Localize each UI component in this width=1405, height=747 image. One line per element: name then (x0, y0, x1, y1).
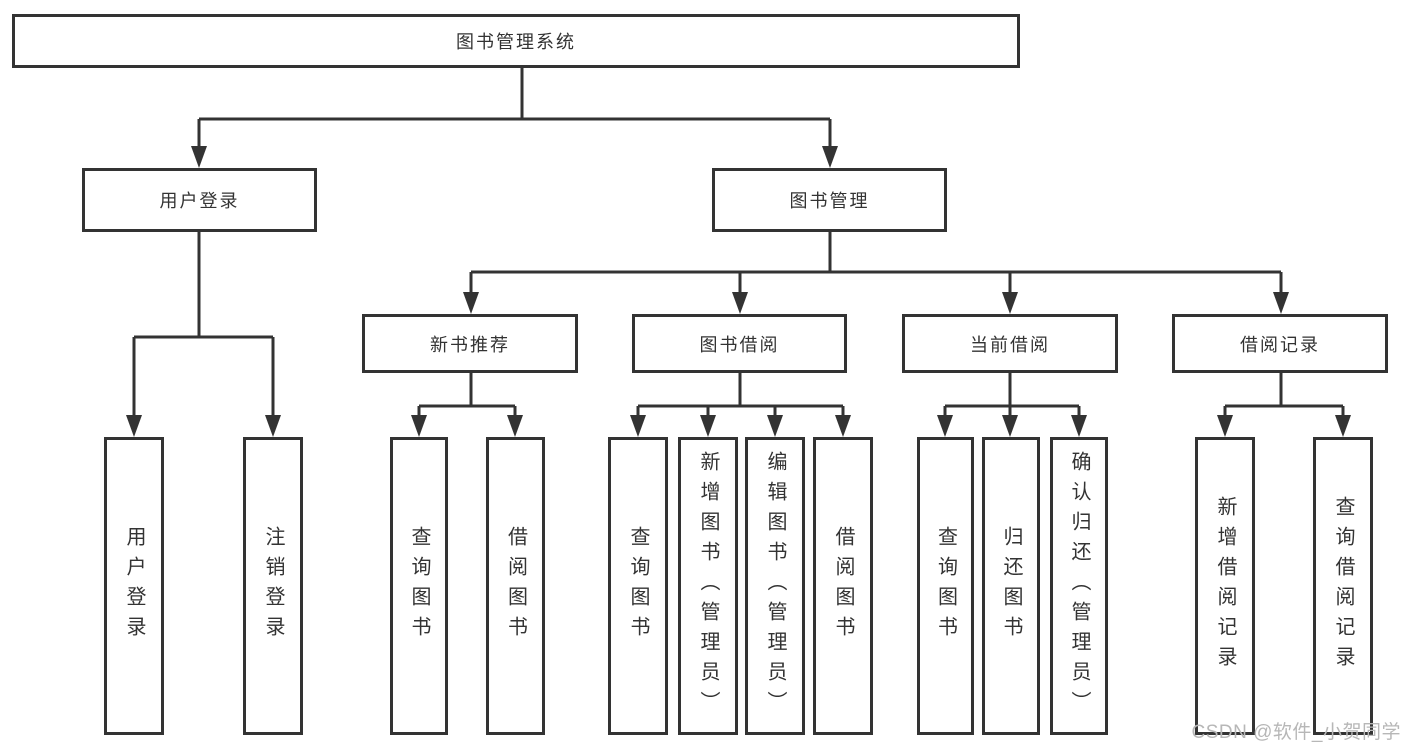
node-label: 用户登录 (123, 526, 145, 646)
node-book-borrowing: 图书借阅 (632, 314, 847, 373)
node-label: 查询图书 (627, 526, 649, 646)
leaf-logout: 注销登录 (243, 437, 303, 735)
node-label: 借阅图书 (832, 526, 854, 646)
node-label: 用户登录 (159, 191, 240, 211)
leaf-user-login: 用户登录 (104, 437, 164, 735)
arrow-down-marker (507, 415, 523, 437)
arrow-down-marker (1002, 415, 1018, 437)
node-label: 新书推荐 (430, 334, 510, 355)
arrow-down-marker (126, 415, 142, 437)
node-label: 新增借阅记录 (1214, 496, 1236, 676)
connector-borrowing-records-to-leaves (1217, 373, 1351, 437)
arrow-down-marker (822, 146, 838, 168)
arrow-down-marker (265, 415, 281, 437)
arrow-down-marker (937, 415, 953, 437)
node-label: 借阅记录 (1240, 334, 1320, 355)
arrow-down-marker (1071, 415, 1087, 437)
connector-user-login-to-leaves (126, 232, 281, 437)
arrow-down-marker (1002, 292, 1018, 314)
node-current-borrowing: 当前借阅 (902, 314, 1118, 373)
leaf-query-books-recommend: 查询图书 (390, 437, 448, 735)
node-label: 注销登录 (262, 526, 284, 646)
leaf-borrow-books-recommend: 借阅图书 (486, 437, 545, 735)
leaf-return-books: 归还图书 (982, 437, 1040, 735)
leaf-query-borrow-record: 查询借阅记录 (1313, 437, 1373, 735)
arrow-down-marker (463, 292, 479, 314)
leaf-query-books-current: 查询图书 (917, 437, 974, 735)
arrow-down-marker (1217, 415, 1233, 437)
arrow-down-marker (767, 415, 783, 437)
leaf-query-books-borrowing: 查询图书 (608, 437, 668, 735)
connector-book-management-to-level3 (463, 232, 1289, 314)
node-label: 查询图书 (408, 526, 430, 646)
node-label: 借阅图书 (504, 526, 527, 646)
node-label: 查询借阅记录 (1332, 496, 1354, 676)
watermark: CSDN @软件_小贺同学 (1191, 722, 1401, 743)
node-label: 归还图书 (1000, 526, 1022, 646)
connector-new-book-recommend-to-leaves (411, 373, 523, 437)
node-label: 确认归还（管理员） (1068, 451, 1090, 721)
connector-book-borrowing-to-leaves (630, 373, 851, 437)
arrow-down-marker (630, 415, 646, 437)
node-label: 图书管理系统 (456, 32, 576, 52)
leaf-add-borrow-record: 新增借阅记录 (1195, 437, 1255, 735)
leaf-confirm-return-admin: 确认归还（管理员） (1050, 437, 1108, 735)
node-book-management: 图书管理 (712, 168, 947, 232)
connector-root-to-level2 (191, 68, 838, 168)
node-user-login: 用户登录 (82, 168, 317, 232)
node-label: 当前借阅 (970, 334, 1050, 355)
leaf-borrow-books-borrowing: 借阅图书 (813, 437, 873, 735)
arrow-down-marker (835, 415, 851, 437)
node-label: 图书管理 (789, 191, 870, 211)
node-borrowing-records: 借阅记录 (1172, 314, 1388, 373)
arrow-down-marker (1335, 415, 1351, 437)
arrow-down-marker (411, 415, 427, 437)
connector-current-borrowing-to-leaves (937, 373, 1087, 437)
node-new-book-recommend: 新书推荐 (362, 314, 578, 373)
arrow-down-marker (732, 292, 748, 314)
leaf-edit-book-admin: 编辑图书（管理员） (745, 437, 805, 735)
node-label: 图书借阅 (699, 334, 780, 355)
node-label: 查询图书 (934, 526, 957, 646)
node-library-management-system: 图书管理系统 (12, 14, 1020, 68)
arrow-down-marker (700, 415, 716, 437)
leaf-add-book-admin: 新增图书（管理员） (678, 437, 738, 735)
arrow-down-marker (191, 146, 207, 168)
arrow-down-marker (1273, 292, 1289, 314)
node-label: 编辑图书（管理员） (764, 451, 786, 721)
node-label: 新增图书（管理员） (697, 451, 719, 721)
